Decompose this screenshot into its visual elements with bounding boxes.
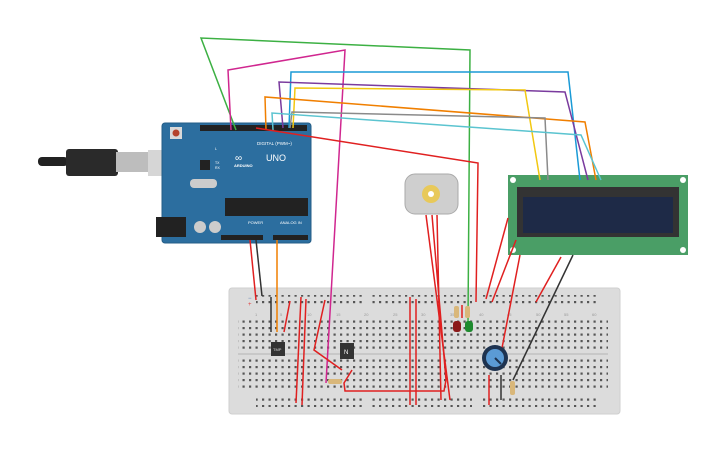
wire-red-power bbox=[249, 239, 257, 301]
uno-label: UNO bbox=[266, 153, 286, 163]
column-numbers: 1 5 10 15 20 25 30 35 40 45 50 55 60 bbox=[255, 312, 597, 317]
arduino-label: ARDUINO bbox=[234, 163, 253, 168]
svg-text:20: 20 bbox=[364, 312, 369, 317]
svg-text:5: 5 bbox=[280, 312, 283, 317]
terminal-strip-bottom bbox=[238, 358, 608, 391]
arduino-uno[interactable]: DIGITAL (PWM~) ∞ UNO ARDUINO L TX RX POW… bbox=[156, 122, 312, 244]
npn-transistor[interactable]: N bbox=[340, 343, 354, 359]
infinity-logo: ∞ bbox=[235, 153, 242, 164]
microcontroller-chip bbox=[225, 198, 308, 216]
l-led-label: L bbox=[215, 147, 217, 151]
wire-black-lcd bbox=[512, 254, 574, 381]
led-green[interactable] bbox=[465, 321, 473, 332]
tmp-label: TMP bbox=[273, 347, 282, 352]
bottom-rail-holes bbox=[256, 398, 366, 407]
crystal bbox=[190, 179, 217, 188]
power-jack bbox=[156, 217, 186, 237]
top-rail-holes bbox=[480, 295, 600, 304]
breadboard[interactable]: − + 1 5 10 15 20 25 30 35 40 45 50 55 60 bbox=[228, 287, 621, 415]
dc-motor[interactable] bbox=[404, 173, 459, 215]
wire-green bbox=[199, 37, 471, 323]
lcd-16x2[interactable] bbox=[508, 175, 688, 255]
transistor-label: N bbox=[344, 350, 348, 356]
digital-header bbox=[200, 125, 307, 131]
rx-label: RX bbox=[215, 166, 221, 170]
wire-black-gnd bbox=[255, 239, 263, 297]
svg-text:40: 40 bbox=[479, 312, 484, 317]
resistor[interactable] bbox=[454, 306, 459, 318]
chip-small bbox=[200, 160, 210, 170]
wire-orange-top bbox=[264, 96, 597, 181]
capacitor bbox=[209, 221, 221, 233]
lcd-screen bbox=[523, 197, 673, 233]
svg-text:35: 35 bbox=[450, 312, 455, 317]
temperature-sensor[interactable]: TMP bbox=[271, 342, 285, 356]
top-rail-holes bbox=[372, 295, 472, 304]
svg-text:45: 45 bbox=[507, 312, 512, 317]
svg-text:50: 50 bbox=[536, 312, 541, 317]
wire-teal bbox=[271, 112, 602, 181]
svg-text:55: 55 bbox=[564, 312, 569, 317]
power-label: POWER bbox=[248, 220, 263, 225]
svg-text:60: 60 bbox=[592, 312, 597, 317]
power-header bbox=[221, 235, 263, 240]
bottom-rail-holes bbox=[480, 398, 600, 407]
analog-header bbox=[273, 235, 308, 240]
bottom-rail-holes bbox=[372, 398, 472, 407]
rail-minus-label: − bbox=[248, 296, 252, 302]
rail-plus-label: + bbox=[248, 302, 252, 308]
svg-text:15: 15 bbox=[336, 312, 341, 317]
potentiometer[interactable] bbox=[482, 345, 508, 371]
svg-text:30: 30 bbox=[421, 312, 426, 317]
top-rail-holes bbox=[256, 295, 366, 304]
resistor[interactable] bbox=[510, 381, 515, 395]
svg-text:10: 10 bbox=[307, 312, 312, 317]
svg-text:1: 1 bbox=[255, 312, 258, 317]
wire-gray bbox=[289, 111, 549, 181]
wire-purple bbox=[278, 81, 589, 181]
terminal-strip-top bbox=[238, 318, 608, 351]
wire-yellow bbox=[292, 87, 541, 181]
analog-label: ANALOG IN bbox=[280, 220, 302, 225]
tx-label: TX bbox=[215, 161, 220, 165]
resistor[interactable] bbox=[328, 379, 342, 384]
resistor[interactable] bbox=[465, 306, 470, 318]
led-red[interactable] bbox=[453, 321, 461, 332]
wire-red-arduino bbox=[255, 127, 479, 303]
digital-label: DIGITAL (PWM~) bbox=[257, 141, 292, 146]
capacitor bbox=[194, 221, 206, 233]
wires[interactable] bbox=[199, 37, 602, 406]
wire-magenta bbox=[227, 49, 346, 384]
svg-text:25: 25 bbox=[393, 312, 398, 317]
